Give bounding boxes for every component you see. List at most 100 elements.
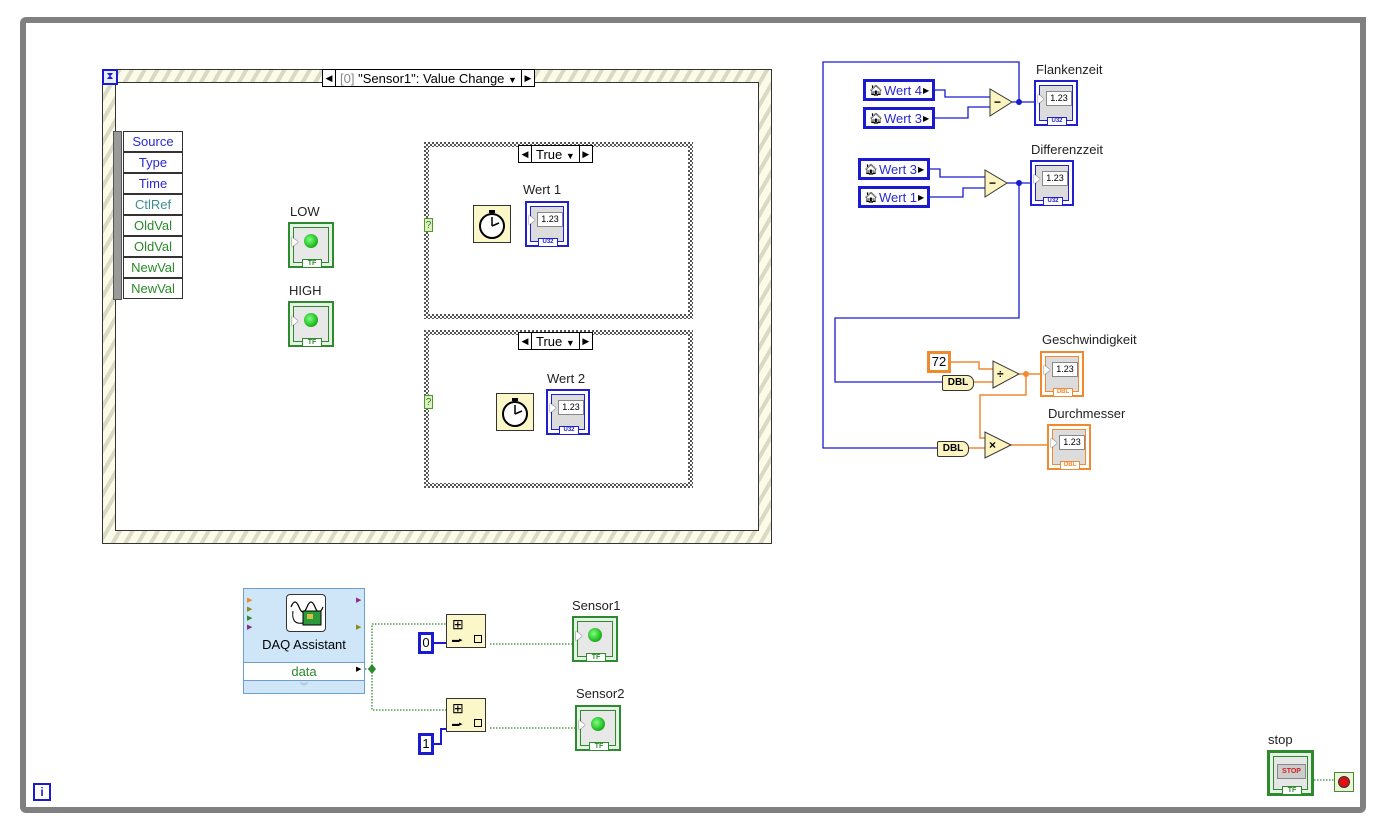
dropdown-icon[interactable]: ▼ <box>508 74 517 85</box>
op-symbol: − <box>989 176 996 190</box>
array-grid-icon: ⊞ <box>452 700 464 716</box>
event-timeout-icon[interactable]: ⧗ <box>102 69 118 85</box>
prev-arrow-icon[interactable]: ◀ <box>323 70 336 86</box>
stop-label: stop <box>1268 732 1293 747</box>
low-indicator[interactable]: TF <box>288 222 334 268</box>
event-label: "Sensor1": Value Change <box>358 70 505 86</box>
wire-wert1-sub <box>930 187 985 198</box>
wire-wert4-sub <box>935 89 990 98</box>
event-node-item[interactable]: Time <box>123 173 183 194</box>
while-loop[interactable] <box>20 17 1366 813</box>
next-arrow-icon[interactable]: ▶ <box>520 70 534 86</box>
event-node-item[interactable]: OldVal <box>123 215 183 236</box>
daq-data-output[interactable]: data <box>244 662 364 681</box>
home-icon: 🏠︎ <box>864 191 878 204</box>
next-arrow-icon[interactable]: ▶ <box>578 333 592 349</box>
geschwindigkeit-label: Geschwindigkeit <box>1042 332 1137 347</box>
local-var-wert3[interactable]: 🏠︎Wert 3▶ <box>858 158 931 180</box>
tick-count-timer[interactable] <box>473 205 511 243</box>
wire-wert3b-sub <box>930 168 985 178</box>
index-constant-1[interactable]: 1 <box>418 733 434 755</box>
dropdown-icon[interactable]: ▼ <box>565 150 575 161</box>
dropdown-icon[interactable]: ▼ <box>565 337 575 348</box>
low-label: LOW <box>290 204 320 219</box>
wire-flanken-to-dbl2 <box>822 61 1020 449</box>
durchmesser-label: Durchmesser <box>1048 406 1126 421</box>
sensor2-indicator[interactable]: TF <box>575 705 621 751</box>
event-node-item[interactable]: OldVal <box>123 236 183 257</box>
wire-wert3-sub <box>935 106 990 119</box>
sensor2-label: Sensor2 <box>576 686 625 701</box>
event-index: [0] <box>340 70 355 86</box>
event-node-item[interactable]: NewVal <box>123 257 183 278</box>
index-array-node-2[interactable]: ⊞ ▬▸ <box>446 698 486 732</box>
iteration-terminal[interactable]: i <box>33 783 51 801</box>
led-icon <box>304 313 318 327</box>
home-icon: 🏠︎ <box>869 112 883 125</box>
case-value: True <box>536 146 563 162</box>
next-arrow-icon[interactable]: ▶ <box>578 146 592 162</box>
subtract-node-2 <box>984 169 1008 198</box>
loop-condition-terminal[interactable] <box>1334 772 1354 792</box>
op-symbol: ÷ <box>997 367 1004 381</box>
subtract-node-1 <box>989 88 1013 117</box>
event-selector[interactable]: ◀ [0] "Sensor1": Value Change ▼ ▶ <box>322 69 535 87</box>
high-indicator[interactable]: TF <box>288 301 334 347</box>
daq-card-icon <box>286 594 326 632</box>
constant-72[interactable]: 72 <box>927 351 951 373</box>
event-node-item[interactable]: CtlRef <box>123 194 183 215</box>
differenzzeit-label: Differenzzeit <box>1031 142 1104 157</box>
case-selector-1[interactable]: ◀ True ▼ ▶ <box>518 145 593 163</box>
tick-count-timer[interactable] <box>496 393 534 431</box>
local-var-wert4[interactable]: 🏠︎Wert 4▶ <box>863 79 936 101</box>
daq-assistant[interactable]: ▶ ▶ ▶ ▶ ▶ ▶ DAQ Assistant data ▶ ︾ <box>243 588 365 694</box>
home-icon: 🏠︎ <box>869 84 883 97</box>
flankenzeit-label: Flankenzeit <box>1036 62 1103 77</box>
stop-button-control[interactable]: STOP TF <box>1267 750 1314 796</box>
index-array-node-1[interactable]: ⊞ ▬▸ <box>446 614 486 648</box>
wire-72-div <box>951 361 993 370</box>
wire-div-mul <box>979 374 1027 439</box>
wire-const1 <box>434 728 446 745</box>
sensor1-label: Sensor1 <box>572 598 621 613</box>
event-node-item[interactable]: NewVal <box>123 278 183 299</box>
case-value: True <box>536 333 563 349</box>
prev-arrow-icon[interactable]: ◀ <box>519 333 532 349</box>
wert2-label: Wert 2 <box>547 371 586 386</box>
event-node-item[interactable]: Type <box>123 152 183 173</box>
multiply-node <box>984 431 1013 459</box>
local-var-wert1[interactable]: 🏠︎Wert 1▶ <box>858 186 931 208</box>
op-symbol: × <box>989 438 996 452</box>
high-label: HIGH <box>289 283 322 298</box>
stop-button-face: STOP <box>1277 764 1306 779</box>
stop-if-true-icon <box>1338 776 1350 788</box>
prev-arrow-icon[interactable]: ◀ <box>519 146 532 162</box>
wire-differenz-to-dbl1 <box>834 183 1020 383</box>
case-selector-terminal[interactable]: ? <box>424 395 433 409</box>
daq-title: DAQ Assistant <box>262 637 346 652</box>
sensor1-indicator[interactable]: TF <box>572 616 618 662</box>
stopwatch-icon <box>502 398 528 427</box>
expand-chevron-icon[interactable]: ︾ <box>300 682 308 691</box>
to-double-conversion[interactable]: DBL <box>942 375 974 391</box>
index-constant-0[interactable]: 0 <box>418 632 434 654</box>
stopwatch-icon <box>479 210 505 239</box>
case-selector-2[interactable]: ◀ True ▼ ▶ <box>518 332 593 350</box>
op-symbol: − <box>994 95 1001 109</box>
local-var-wert3[interactable]: 🏠︎Wert 3▶ <box>863 107 936 129</box>
to-double-conversion[interactable]: DBL <box>937 441 969 457</box>
wire-junction <box>368 664 376 674</box>
home-icon: 🏠︎ <box>864 163 878 176</box>
case-selector-terminal[interactable]: ? <box>424 218 433 232</box>
wire-daq-index1 <box>371 669 446 711</box>
case-structure-1[interactable] <box>424 142 693 319</box>
event-node-item[interactable]: Source <box>123 131 183 152</box>
led-icon <box>588 628 602 642</box>
